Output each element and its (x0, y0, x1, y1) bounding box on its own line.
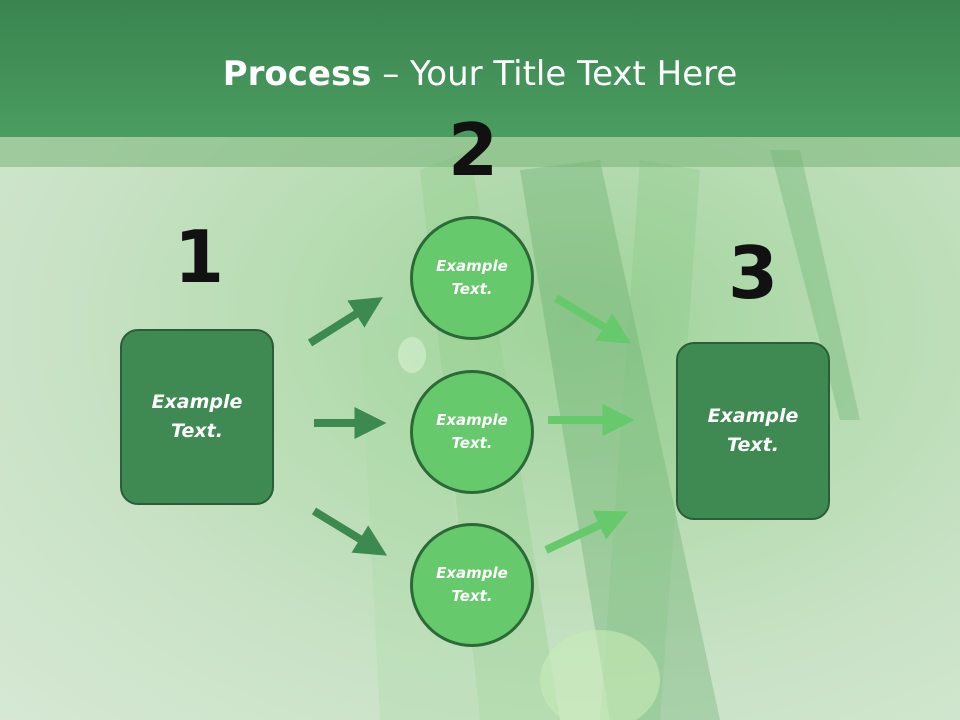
arrow-bottom-to-right (544, 510, 629, 554)
left-box: Example Text. (120, 329, 274, 505)
circle-middle: Example Text. (410, 370, 534, 494)
arrow-left-to-top (307, 297, 383, 347)
right-box-text: Example Text. (707, 405, 799, 456)
circle-middle-text: Example Text. (436, 411, 508, 452)
circle-top-text: Example Text. (436, 257, 508, 298)
circle-bottom-text: Example Text. (436, 564, 508, 605)
arrow-left-to-bottom (311, 507, 388, 556)
right-box: Example Text. (676, 342, 830, 520)
circle-bottom: Example Text. (410, 523, 534, 647)
title-bar (0, 0, 960, 137)
step-number-2: 2 (447, 108, 499, 192)
step-number-1: 1 (173, 215, 225, 299)
title-bar-strip (0, 137, 960, 167)
title-rest: – Your Title Text Here (371, 54, 738, 94)
arrow-top-to-right (553, 294, 632, 344)
step-number-3: 3 (727, 231, 779, 315)
title-bold: Process (222, 54, 372, 94)
left-box-text: Example Text. (151, 391, 243, 442)
circle-top: Example Text. (410, 216, 534, 340)
slide-title: Process – Your Title Text Here (0, 52, 960, 96)
